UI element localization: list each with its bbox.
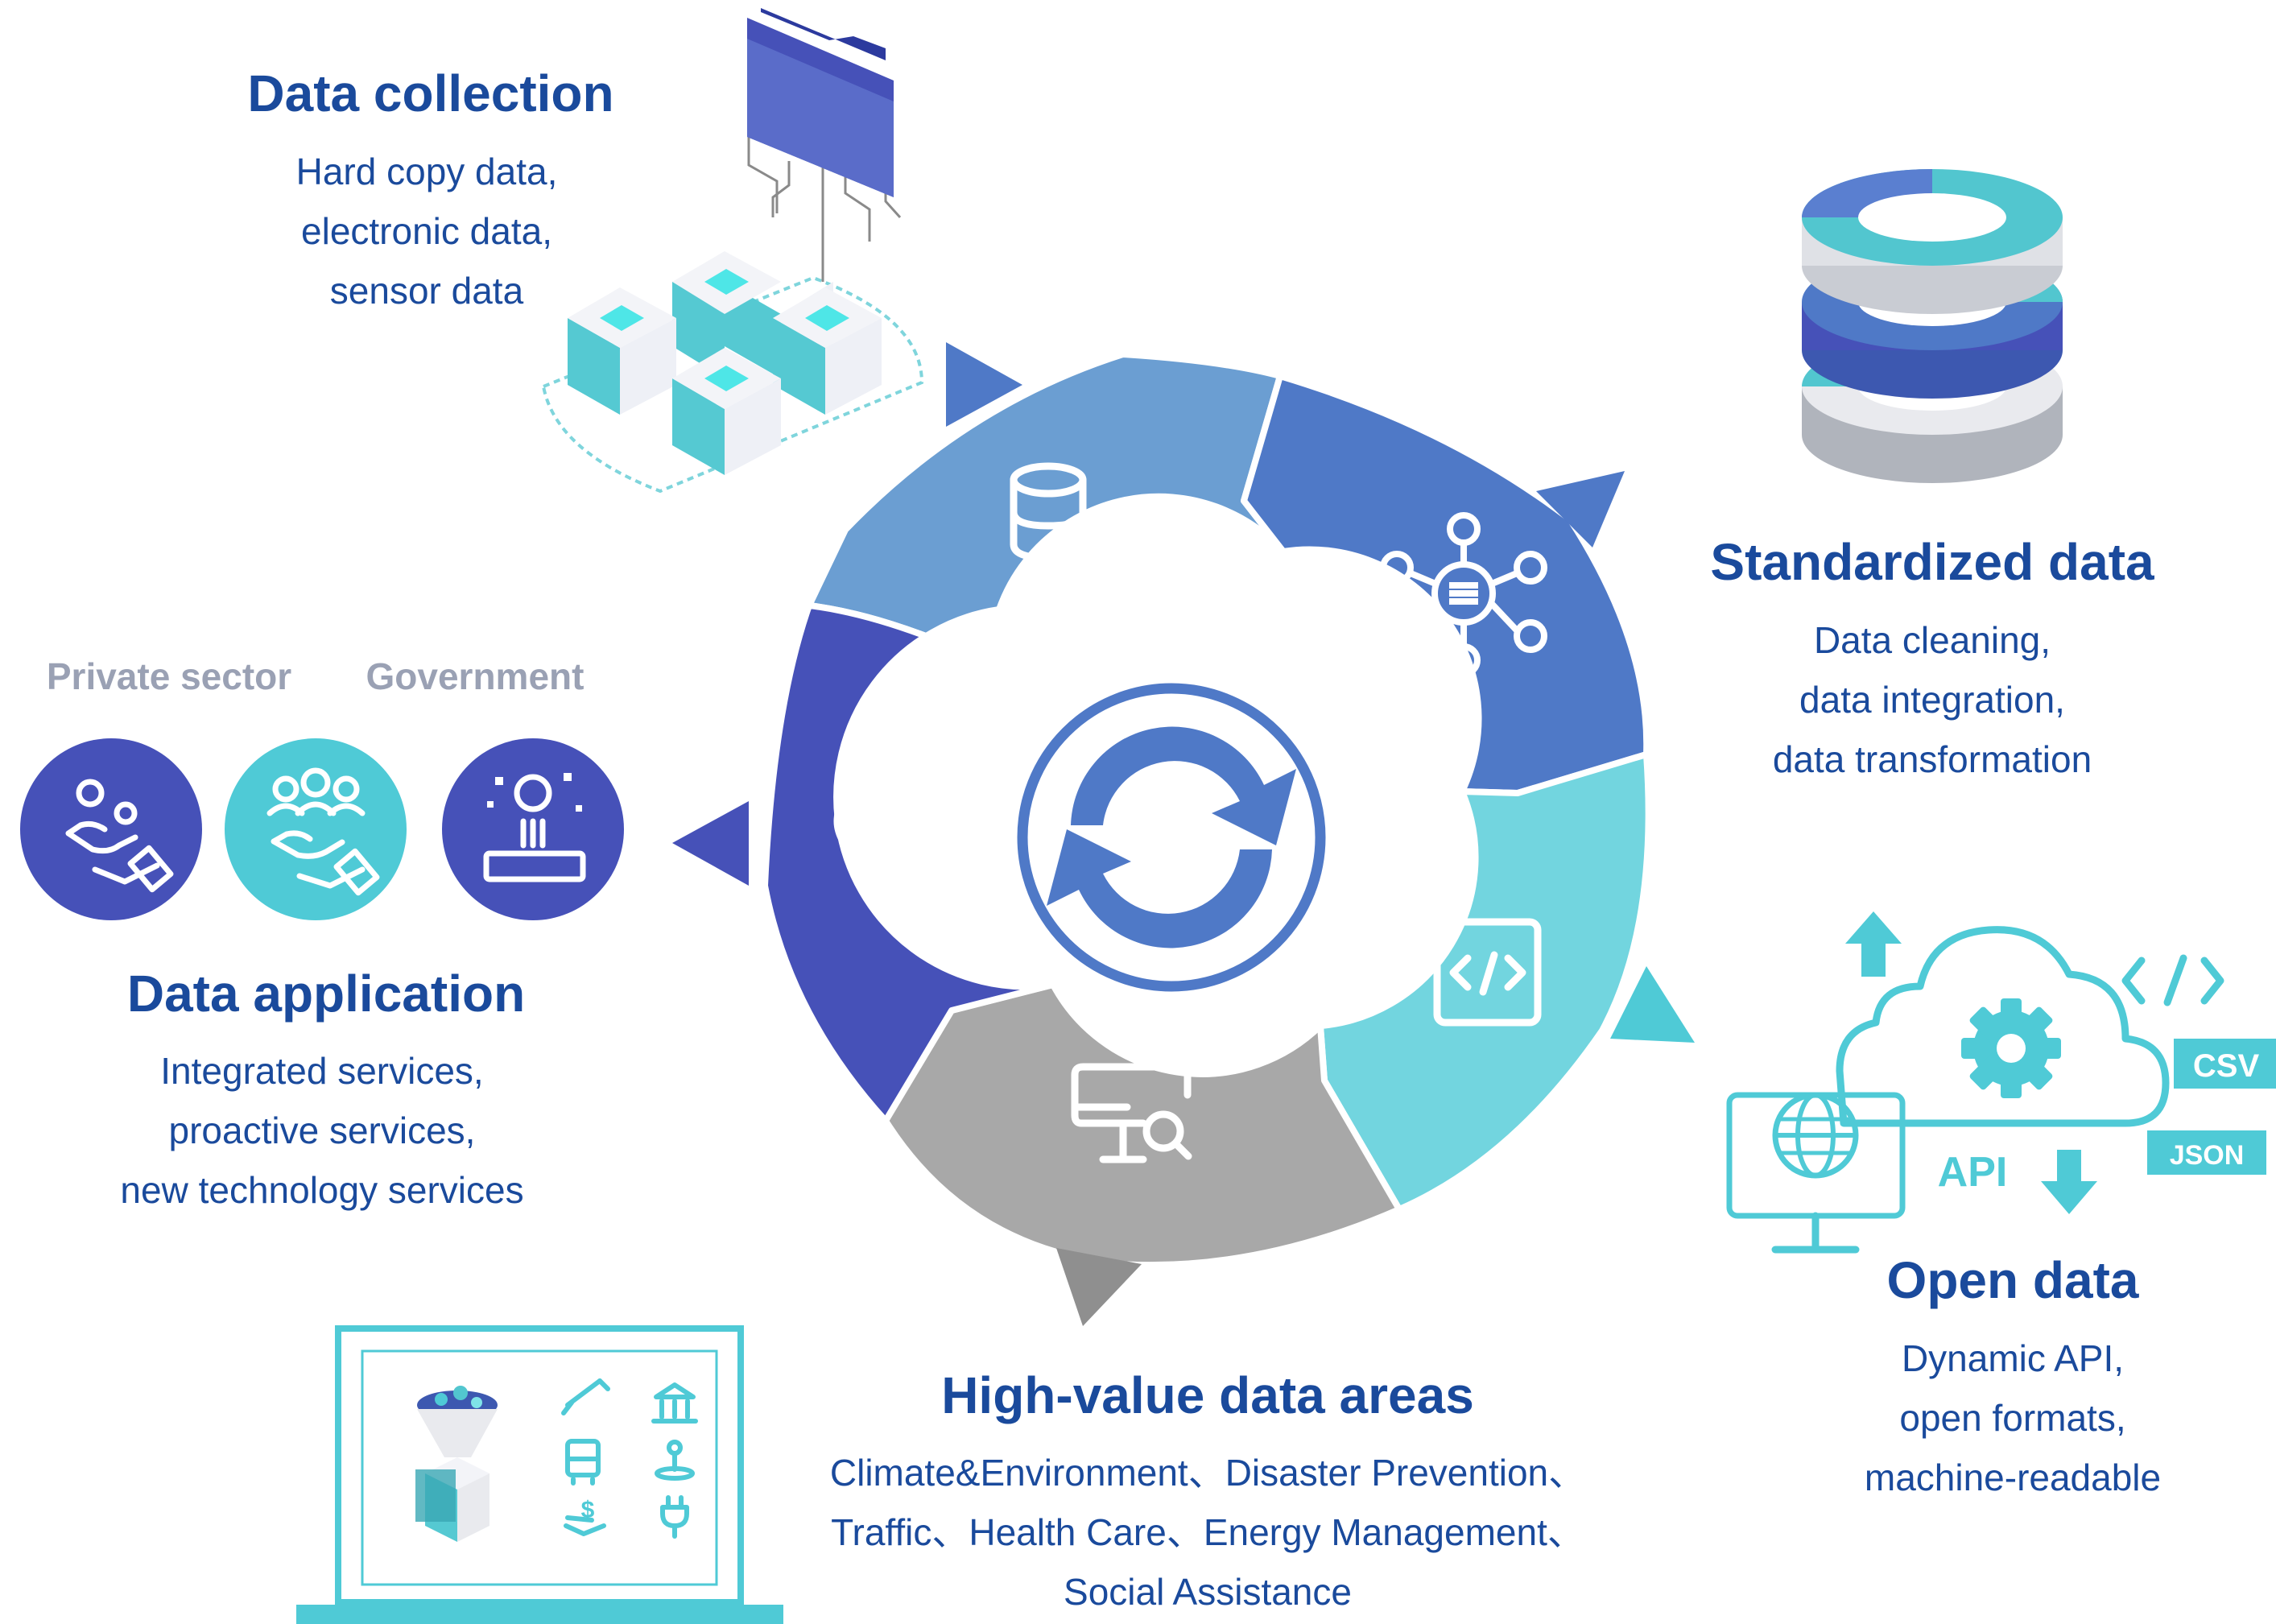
json-tag-label: JSON bbox=[2170, 1140, 2245, 1171]
api-label: API bbox=[1938, 1149, 2008, 1196]
refresh-cycle-icon bbox=[1047, 726, 1296, 948]
lightbulb-icon bbox=[833, 777, 922, 901]
server-cube-front bbox=[672, 348, 781, 475]
data-application-line-1: Integrated services, bbox=[160, 1050, 484, 1092]
high-value-data-title: High-value data areas bbox=[941, 1366, 1474, 1424]
person-location-icon bbox=[655, 1440, 695, 1481]
database-search-icon bbox=[1010, 462, 1115, 573]
high-value-data-line-3: Social Assistance bbox=[1064, 1571, 1352, 1613]
data-collection-title: Data collection bbox=[247, 64, 614, 122]
arrowhead-application bbox=[672, 801, 749, 886]
dollar-icon: $ bbox=[581, 1497, 595, 1523]
code-slash bbox=[2163, 954, 2187, 1006]
high-value-data-line-2: Traffic、Health Care、Energy Management、 bbox=[831, 1511, 1584, 1553]
syringe-icon bbox=[561, 1378, 610, 1415]
standardized-data-line-3: data transformation bbox=[1772, 738, 2092, 780]
open-data-line-2: open formats, bbox=[1899, 1397, 2126, 1439]
open-data-line-1: Dynamic API, bbox=[1901, 1337, 2125, 1379]
server-cube-left bbox=[568, 287, 676, 415]
gear-icon bbox=[1961, 998, 2061, 1098]
code-window-icon bbox=[1433, 918, 1542, 1027]
standardized-data-line-2: data integration, bbox=[1799, 679, 2065, 721]
plug-icon bbox=[660, 1495, 689, 1539]
data-collection-line-1: Hard copy data, bbox=[295, 151, 558, 192]
private-sector-circle bbox=[20, 738, 202, 920]
code-bracket-left bbox=[2121, 957, 2146, 1005]
code-bracket-right bbox=[2200, 957, 2224, 1005]
ring-top bbox=[1802, 169, 2063, 314]
data-application-line-2: proactive services, bbox=[168, 1110, 476, 1151]
data-rings-illustration bbox=[1802, 169, 2063, 483]
private-sector-label: Private sector bbox=[46, 655, 292, 697]
new-technology-circle bbox=[442, 738, 624, 920]
monitor-search-icon bbox=[1071, 1063, 1192, 1163]
globe-monitor-icon bbox=[1726, 1092, 1906, 1254]
government-circle bbox=[225, 738, 407, 920]
data-collection-line-2: electronic data, bbox=[301, 210, 552, 252]
server-cube-right bbox=[773, 287, 882, 415]
bus-icon bbox=[565, 1439, 601, 1486]
flow-arrowheads bbox=[672, 342, 1695, 1326]
government-label: Government bbox=[366, 655, 584, 697]
cycle-center bbox=[999, 665, 1344, 1010]
data-application-line-3: new technology services bbox=[120, 1169, 524, 1211]
server-cubes-illustration bbox=[541, 8, 924, 494]
arrowhead-standardized bbox=[1536, 471, 1625, 548]
segment-data-application bbox=[762, 602, 1056, 1124]
csv-tag bbox=[2174, 1039, 2276, 1089]
high-value-data-line-1: Climate&Environment、Disaster Prevention、 bbox=[829, 1452, 1586, 1494]
laptop-illustration: $ bbox=[296, 1325, 783, 1624]
open-data-title: Open data bbox=[1886, 1251, 2139, 1309]
standardized-data-line-1: Data cleaning, bbox=[1813, 619, 2051, 661]
bank-icon bbox=[651, 1382, 698, 1424]
standardized-data-title: Standardized data bbox=[1710, 533, 2154, 591]
json-tag bbox=[2147, 1130, 2266, 1175]
arrowhead-collection bbox=[946, 342, 1022, 427]
upload-arrow-icon bbox=[1845, 911, 1902, 977]
data-funnel-icon bbox=[415, 1386, 498, 1542]
open-data-line-3: machine-readable bbox=[1864, 1457, 2162, 1498]
data-application-title: Data application bbox=[126, 965, 526, 1023]
money-hand-icon bbox=[564, 1515, 606, 1536]
folder-icon bbox=[747, 8, 894, 197]
cloud-api-illustration bbox=[1726, 926, 2224, 1254]
arrowhead-high-value bbox=[1056, 1248, 1142, 1326]
arrowhead-open bbox=[1610, 966, 1695, 1043]
cloud-icon bbox=[1836, 926, 2170, 1127]
data-collection-line-3: sensor data bbox=[329, 270, 524, 312]
download-arrow-icon bbox=[2041, 1150, 2097, 1214]
csv-tag-label: CSV bbox=[2193, 1048, 2260, 1084]
network-hub-icon bbox=[1380, 512, 1547, 677]
